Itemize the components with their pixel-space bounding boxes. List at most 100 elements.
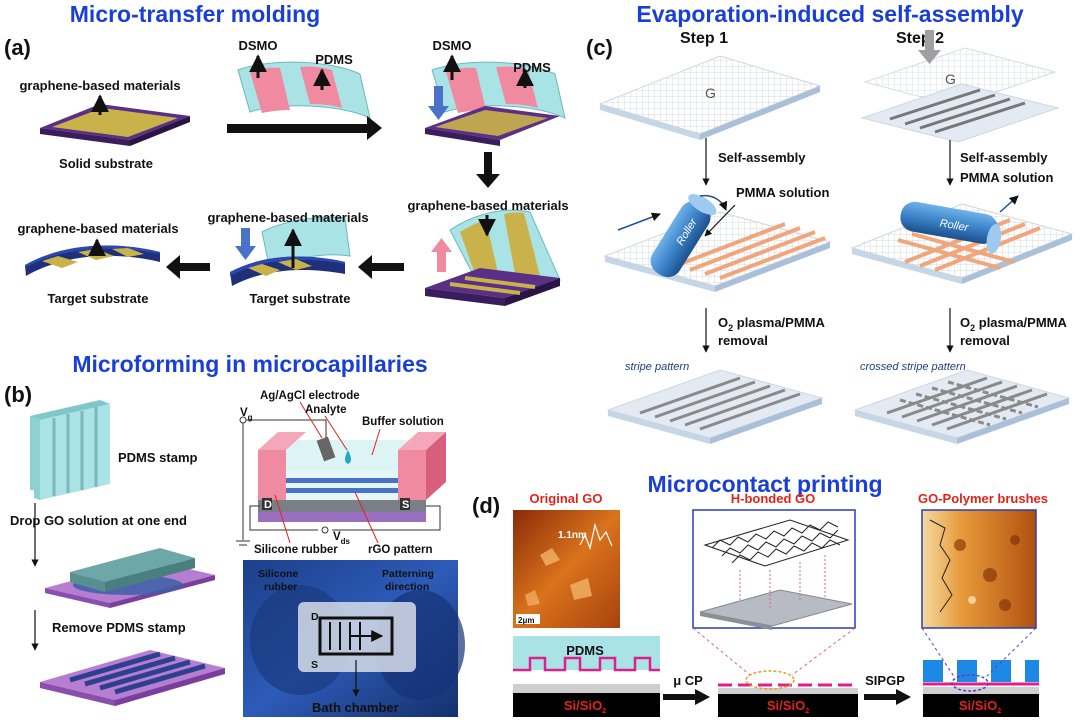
label-sipgp: SIPGP xyxy=(865,673,905,688)
title-microcontact-printing: Microcontact printing xyxy=(647,471,882,497)
big-right-arrow-shaft xyxy=(227,124,367,133)
panel-b: (b) PDMS stamp Drop GO solution at one e… xyxy=(4,382,465,717)
big-right-arrow-head xyxy=(367,116,382,140)
mu-cp-arrow xyxy=(663,689,710,705)
label-self-assembly-1: Self-assembly xyxy=(718,150,806,165)
panel-c-letter: (c) xyxy=(586,35,613,60)
title-microforming-microcapillaries: Microforming in microcapillaries xyxy=(72,351,427,377)
vds-terminal xyxy=(321,526,329,534)
label-drop-go: Drop GO solution at one end xyxy=(10,513,187,528)
stamp-on-substrate-graphic xyxy=(45,548,215,608)
label-step-1: Step 1 xyxy=(680,30,728,47)
pink-up-arrow xyxy=(431,238,452,272)
solid-substrate-graphic xyxy=(40,104,190,146)
arrow-pmma-1 xyxy=(704,204,736,237)
photo-label-direction: direction xyxy=(385,581,429,593)
label-graphene-1: graphene-based materials xyxy=(19,78,180,93)
pointer-rgo xyxy=(354,491,379,544)
label-si-sio2-2: Si/SiO2 xyxy=(767,698,809,715)
ds-wire-right xyxy=(332,505,441,531)
panel-c: (c) Step 1 Step 2 G G Self-assembly Se xyxy=(586,30,1074,444)
crossed-stripe-plate xyxy=(853,369,1071,444)
label-dsmo-2: DSMO xyxy=(433,38,472,53)
panel-a: (a) graphene-based materials Solid subst… xyxy=(4,35,569,306)
panel-a-letter: (a) xyxy=(4,35,31,60)
label-target-substrate-1: Target substrate xyxy=(250,291,351,306)
peeling-sheet-graphic xyxy=(425,209,561,306)
afm-original-go xyxy=(513,510,620,628)
grey-down-arrow xyxy=(918,30,941,64)
label-d: D xyxy=(264,499,272,511)
label-removal-2: removal xyxy=(960,333,1010,348)
ds-wire-left xyxy=(249,505,318,531)
label-target-substrate-2: Target substrate xyxy=(48,291,149,306)
step1-roller-plate xyxy=(603,194,832,292)
afm-polymer-brushes xyxy=(921,509,1037,629)
step2-roller-plate xyxy=(850,195,1074,284)
title-micro-transfer-molding: Micro-transfer molding xyxy=(70,1,320,27)
pdms-stamp-graphic xyxy=(30,400,110,500)
label-afm-scale: 2μm xyxy=(518,616,534,625)
pdms-cross-section xyxy=(513,636,660,717)
label-remove-pdms: Remove PDMS stamp xyxy=(52,620,186,635)
pointer-silicone xyxy=(274,494,291,544)
left-arrow-1-shaft xyxy=(372,263,404,271)
photo-label-patterning: Patterning xyxy=(382,568,434,580)
label-pmma-solution-1: PMMA solution xyxy=(736,185,829,200)
label-silicone-rubber: Silicone rubber xyxy=(254,544,338,556)
label-afm-height: 1.1nm xyxy=(558,530,587,541)
label-pdms-1: PDMS xyxy=(315,52,353,67)
label-o2-plasma-2: O2 plasma/PMMA xyxy=(960,315,1067,333)
label-graphene-2: graphene-based materials xyxy=(207,210,368,225)
brushes-cross-section xyxy=(921,627,1039,717)
panel-d: (d) Original GO H-bonded GO GO-Polymer b… xyxy=(472,491,1048,717)
label-self-assembly-2: Self-assembly xyxy=(960,150,1048,165)
label-solid-substrate: Solid substrate xyxy=(59,156,153,171)
step2-grid-plate: G xyxy=(860,47,1060,143)
label-crossed-stripe-pattern: crossed stripe pattern xyxy=(860,361,966,373)
label-vg: Vg xyxy=(240,407,253,422)
vg-terminal xyxy=(239,416,247,424)
panel-b-letter: (b) xyxy=(4,382,32,407)
device-photo xyxy=(243,560,465,717)
label-graphene-3: graphene-based materials xyxy=(407,198,568,213)
sipgp-arrow xyxy=(864,689,911,705)
label-s: S xyxy=(402,499,409,511)
label-pdms-d: PDMS xyxy=(566,643,604,658)
pointer-electrode xyxy=(299,401,323,439)
label-dsmo-1: DSMO xyxy=(239,38,278,53)
panel-d-letter: (d) xyxy=(472,493,500,518)
gate-wire xyxy=(242,419,327,440)
h-bonded-go-schematic xyxy=(692,509,856,630)
blue-down-arrow-1 xyxy=(428,86,449,120)
label-si-sio2-3: Si/SiO2 xyxy=(959,698,1001,715)
printed-cross-section xyxy=(692,627,858,717)
label-rgo-pattern: rGO pattern xyxy=(368,544,433,556)
label-h-bonded-go: H-bonded GO xyxy=(731,491,816,506)
photo-label-silicone: Silicone xyxy=(258,568,298,580)
pointer-buffer xyxy=(371,428,381,456)
photo-label-rubber: rubber xyxy=(264,581,297,593)
label-removal-1: removal xyxy=(718,333,768,348)
label-step-2: Step 2 xyxy=(896,30,944,47)
photo-label-d: D xyxy=(311,611,319,623)
label-buffer: Buffer solution xyxy=(362,416,444,428)
big-down-arrow-head xyxy=(476,174,500,188)
photo-label-s: S xyxy=(311,659,318,671)
step1-grid-plate: G xyxy=(598,55,822,140)
label-bath-chamber: Bath chamber xyxy=(312,700,399,715)
label-pmma-solution-2: PMMA solution xyxy=(960,170,1053,185)
patterned-substrate-graphic xyxy=(40,650,225,706)
transistor-device-graphic xyxy=(258,432,446,522)
left-arrow-1-head xyxy=(358,255,372,279)
blue-down-arrow-2 xyxy=(235,228,256,260)
left-arrow-2-shaft xyxy=(180,263,210,271)
label-stripe-pattern: stripe pattern xyxy=(625,361,689,373)
graphene-logo-mark-2: G xyxy=(945,71,956,87)
target-substrate-2-graphic xyxy=(25,245,160,276)
label-electrode: Ag/AgCl electrode xyxy=(260,390,360,402)
label-roller-2: Roller xyxy=(939,217,971,234)
label-graphene-4: graphene-based materials xyxy=(17,221,178,236)
stripe-pattern-plate xyxy=(606,369,824,444)
